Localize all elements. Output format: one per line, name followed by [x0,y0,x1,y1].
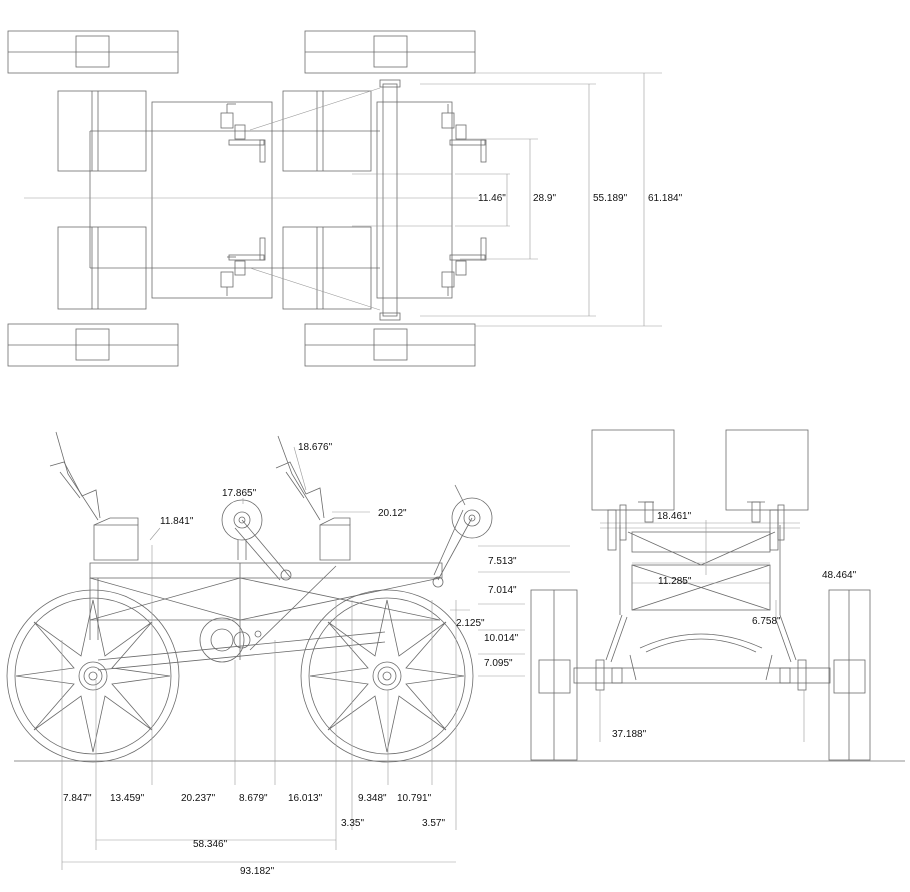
top-wheel-rear-right [304,323,476,367]
side-dim-20-12: 20.12" [378,508,407,519]
side-wheel-rear [300,589,474,763]
front-dim-7-095: 7.095" [484,658,513,669]
side-dim-9-348: 9.348" [358,793,387,804]
side-crank-front [221,499,292,581]
side-dimension-lines [61,545,470,870]
top-dimension-lines [420,72,662,327]
side-dim-17-865: 17.865" [222,488,257,499]
side-view: 18.676" 17.865" 11.841" 20.12" 7.847" 13… [6,431,905,877]
front-wheel-left [530,589,578,761]
side-dim-3-35: 3.35" [341,818,364,829]
side-chassis [89,562,443,671]
front-dim-37-188: 37.188" [612,729,647,740]
side-dim-18-676: 18.676" [298,442,333,453]
side-center-gear [199,617,262,663]
top-dim-61-184: 61.184" [648,193,683,204]
top-wheel-front-left [7,30,179,74]
top-rear-axle [379,79,401,321]
front-cranks [607,501,785,551]
top-dim-11-46: 11.46" [478,193,506,204]
front-dim-7-513: 7.513" [488,556,517,567]
front-wheel-right [828,589,871,761]
front-dim-10-014: 10.014" [484,633,519,644]
top-dim-28-9: 28.9" [533,193,556,204]
front-frame [600,522,800,615]
top-wheel-rear-left [304,30,476,74]
front-dim-2-125: 2.125" [456,618,485,629]
side-dim-20-237: 20.237" [181,793,216,804]
side-dim-93-182: 93.182" [240,866,275,877]
front-struts [605,614,797,681]
front-dim-18-461: 18.461" [657,511,692,522]
side-dim-10-791: 10.791" [397,793,432,804]
side-leader-lines [149,446,370,541]
top-crank-assemblies [220,103,487,296]
front-view: 7.513" 7.014" 2.125" 10.014" 7.095" 18.4… [456,429,871,761]
top-view: 11.46" 28.9" 55.189" 61.184" [7,30,683,367]
side-dim-3-57: 3.57" [422,818,445,829]
top-frame [89,87,453,311]
side-dim-7-847: 7.847" [63,793,92,804]
side-dim-11-841: 11.841" [160,516,194,527]
front-seat-left [591,429,675,511]
side-seat-front [49,431,139,561]
top-dim-55-189: 55.189" [593,193,628,204]
front-dim-7-014: 7.014" [488,585,517,596]
side-dim-8-679: 8.679" [239,793,268,804]
front-dim-48-464: 48.464" [822,570,857,581]
side-seat-rear [275,435,351,561]
top-wheel-front-right [7,323,179,367]
side-dim-13-459: 13.459" [110,793,145,804]
side-crank-rear [432,484,493,588]
front-seat-right [725,429,809,511]
side-dim-58-346: 58.346" [193,839,228,850]
front-axle [573,659,831,691]
front-dim-11-285: 11.285" [658,576,692,587]
side-wheel-front [6,589,180,763]
front-spring-arc [639,633,763,649]
side-dim-16-013: 16.013" [288,793,323,804]
front-dim-6-758: 6.758" [752,616,781,627]
front-dimension-lines [478,520,805,742]
front-spring-arc-inner [645,638,757,653]
